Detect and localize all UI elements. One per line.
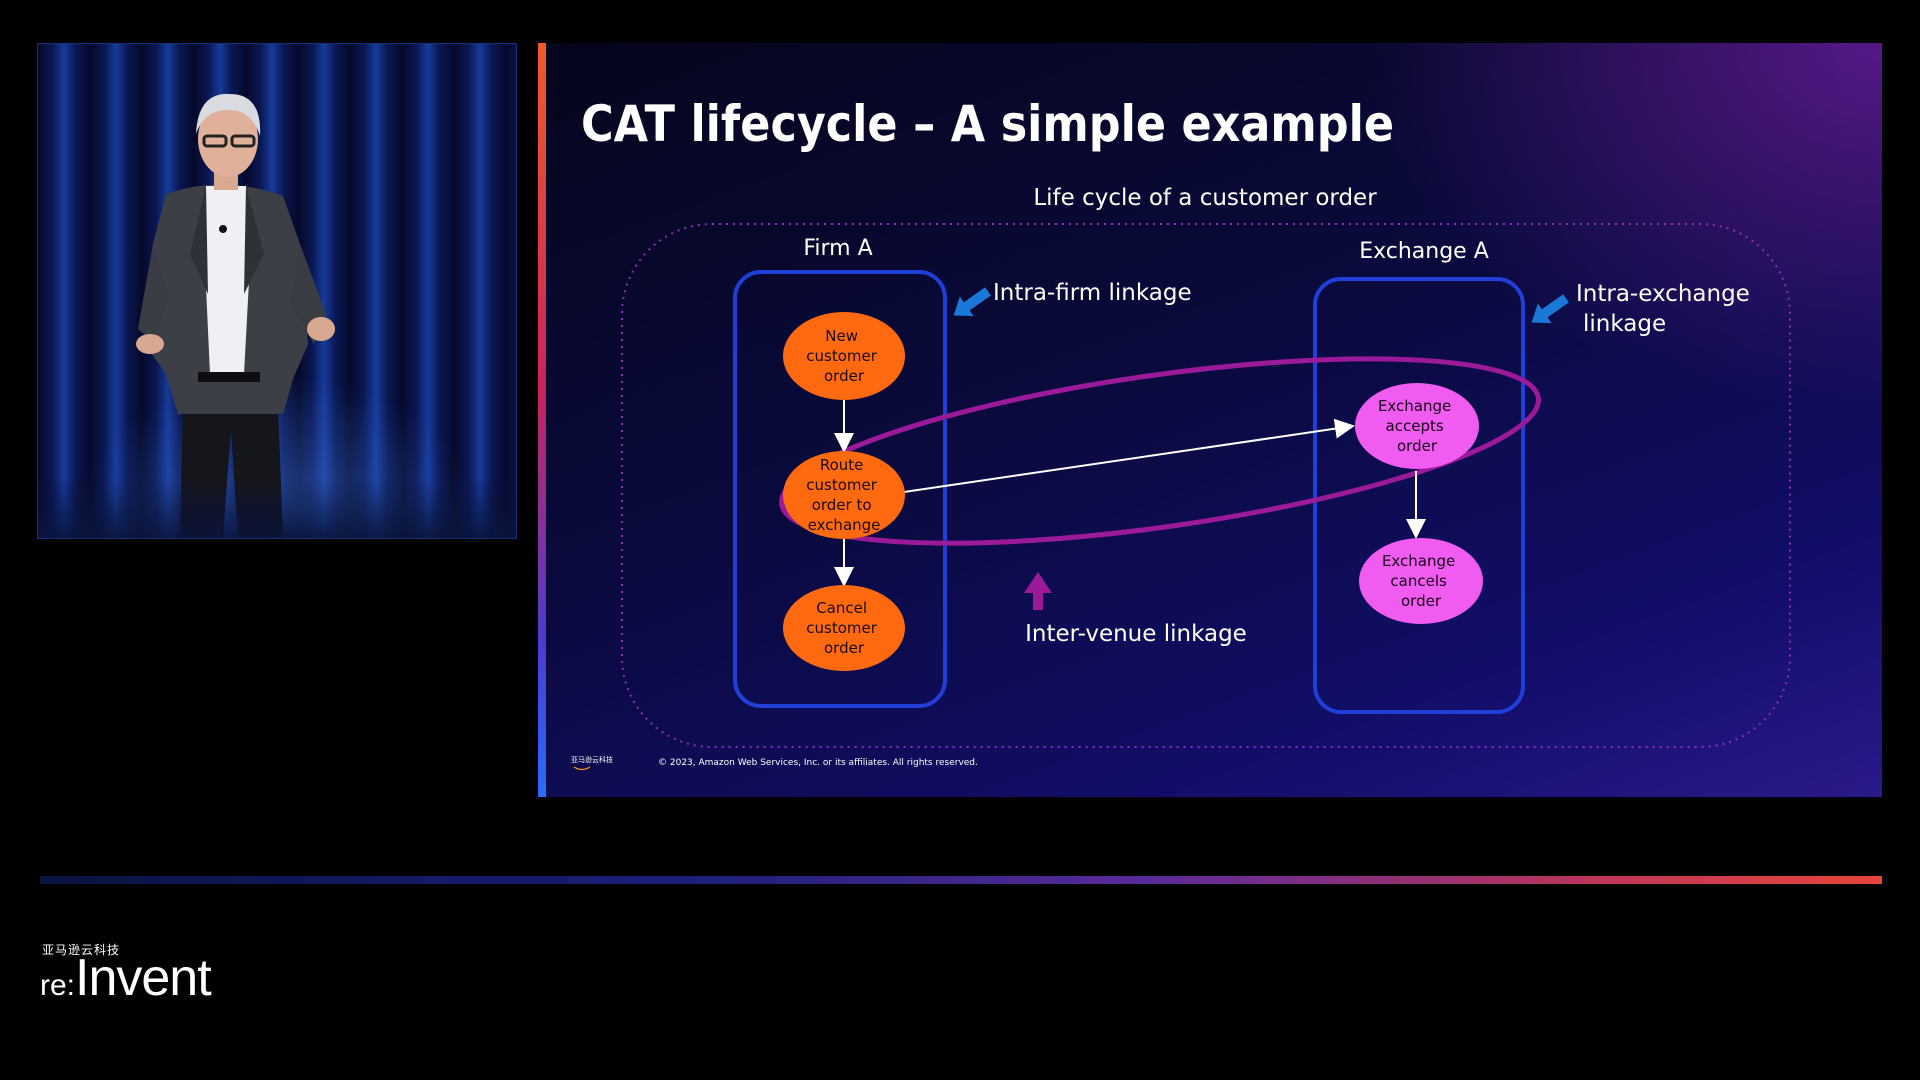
speaker-figure xyxy=(136,93,335,538)
arrow-route-to-exchange xyxy=(903,418,1355,493)
intra-exchange-label-line1: Intra-exchange xyxy=(1576,281,1750,307)
node-line: customer xyxy=(806,619,877,637)
inter-venue-arrow-icon xyxy=(1024,572,1052,610)
speaker-video xyxy=(37,43,517,539)
intra-firm-arrow-icon xyxy=(953,287,991,317)
node-line: customer xyxy=(806,347,877,365)
reinvent-logo-re: re: xyxy=(40,969,76,1002)
node-line: Cancel xyxy=(816,599,867,617)
node-line: Exchange xyxy=(1382,552,1455,570)
node-line: Route xyxy=(820,456,864,474)
inter-venue-label: Inter-venue linkage xyxy=(1025,621,1247,647)
firm-box xyxy=(733,270,947,708)
firm-label: Firm A xyxy=(803,236,872,261)
intra-exchange-label-line2: linkage xyxy=(1583,311,1666,337)
node-line: order xyxy=(1397,437,1438,455)
outer-boundary xyxy=(621,223,1791,748)
diagram-subtitle: Life cycle of a customer order xyxy=(1033,185,1377,211)
amazon-smile-icon xyxy=(573,766,591,771)
node-line: order to xyxy=(812,496,872,514)
node-line: order xyxy=(824,367,865,385)
node-cancel-customer-order: Cancel customer order xyxy=(783,585,905,671)
node-line: exchange xyxy=(808,516,881,534)
node-line: order xyxy=(824,639,865,657)
exchange-label: Exchange A xyxy=(1359,239,1489,264)
event-logo-cn: 亚马逊云科技 xyxy=(42,943,121,957)
node-line: New xyxy=(825,327,858,345)
node-line: cancels xyxy=(1390,572,1447,590)
exchange-box xyxy=(1313,277,1525,714)
node-line: Exchange xyxy=(1378,397,1451,415)
svg-text:Route customer: Route customer order to exchange xyxy=(806,456,881,534)
reinvent-logo-invent: Invent xyxy=(75,949,212,1007)
intra-firm-label: Intra-firm linkage xyxy=(993,280,1192,306)
slide-accent-edge xyxy=(538,43,546,797)
slide-footer-logo: 亚马逊云科技 xyxy=(571,755,613,764)
stage-floor-glow xyxy=(38,478,516,538)
intra-exchange-arrow-icon xyxy=(1531,294,1569,324)
node-route-customer-order: Route customer order to exchange xyxy=(783,451,905,539)
svg-text:Exchange cancels: Exchange cancels order xyxy=(1382,552,1460,610)
presentation-slide: CAT lifecycle – A simple example Life cy… xyxy=(538,43,1882,797)
slide-copyright: © 2023, Amazon Web Services, Inc. or its… xyxy=(658,758,978,768)
node-new-customer-order: New customer order xyxy=(783,312,905,400)
node-line: accepts xyxy=(1386,417,1444,435)
gradient-divider-bar xyxy=(40,876,1882,884)
reinvent-logo: re:Invent xyxy=(40,948,212,1008)
node-line: order xyxy=(1401,592,1442,610)
svg-text:Cancel customer: Cancel customer order xyxy=(806,599,881,657)
inter-venue-ellipse xyxy=(779,356,1541,546)
slide-diagram: CAT lifecycle – A simple example Life cy… xyxy=(571,95,1791,771)
node-line: customer xyxy=(806,476,877,494)
slide-title: CAT lifecycle – A simple example xyxy=(581,95,1394,153)
node-exchange-cancels-order: Exchange cancels order xyxy=(1359,538,1483,624)
svg-text:New customer: New customer order xyxy=(806,327,881,385)
svg-text:Exchange accepts: Exchange accepts order xyxy=(1378,397,1456,455)
node-exchange-accepts-order: Exchange accepts order xyxy=(1355,383,1479,469)
